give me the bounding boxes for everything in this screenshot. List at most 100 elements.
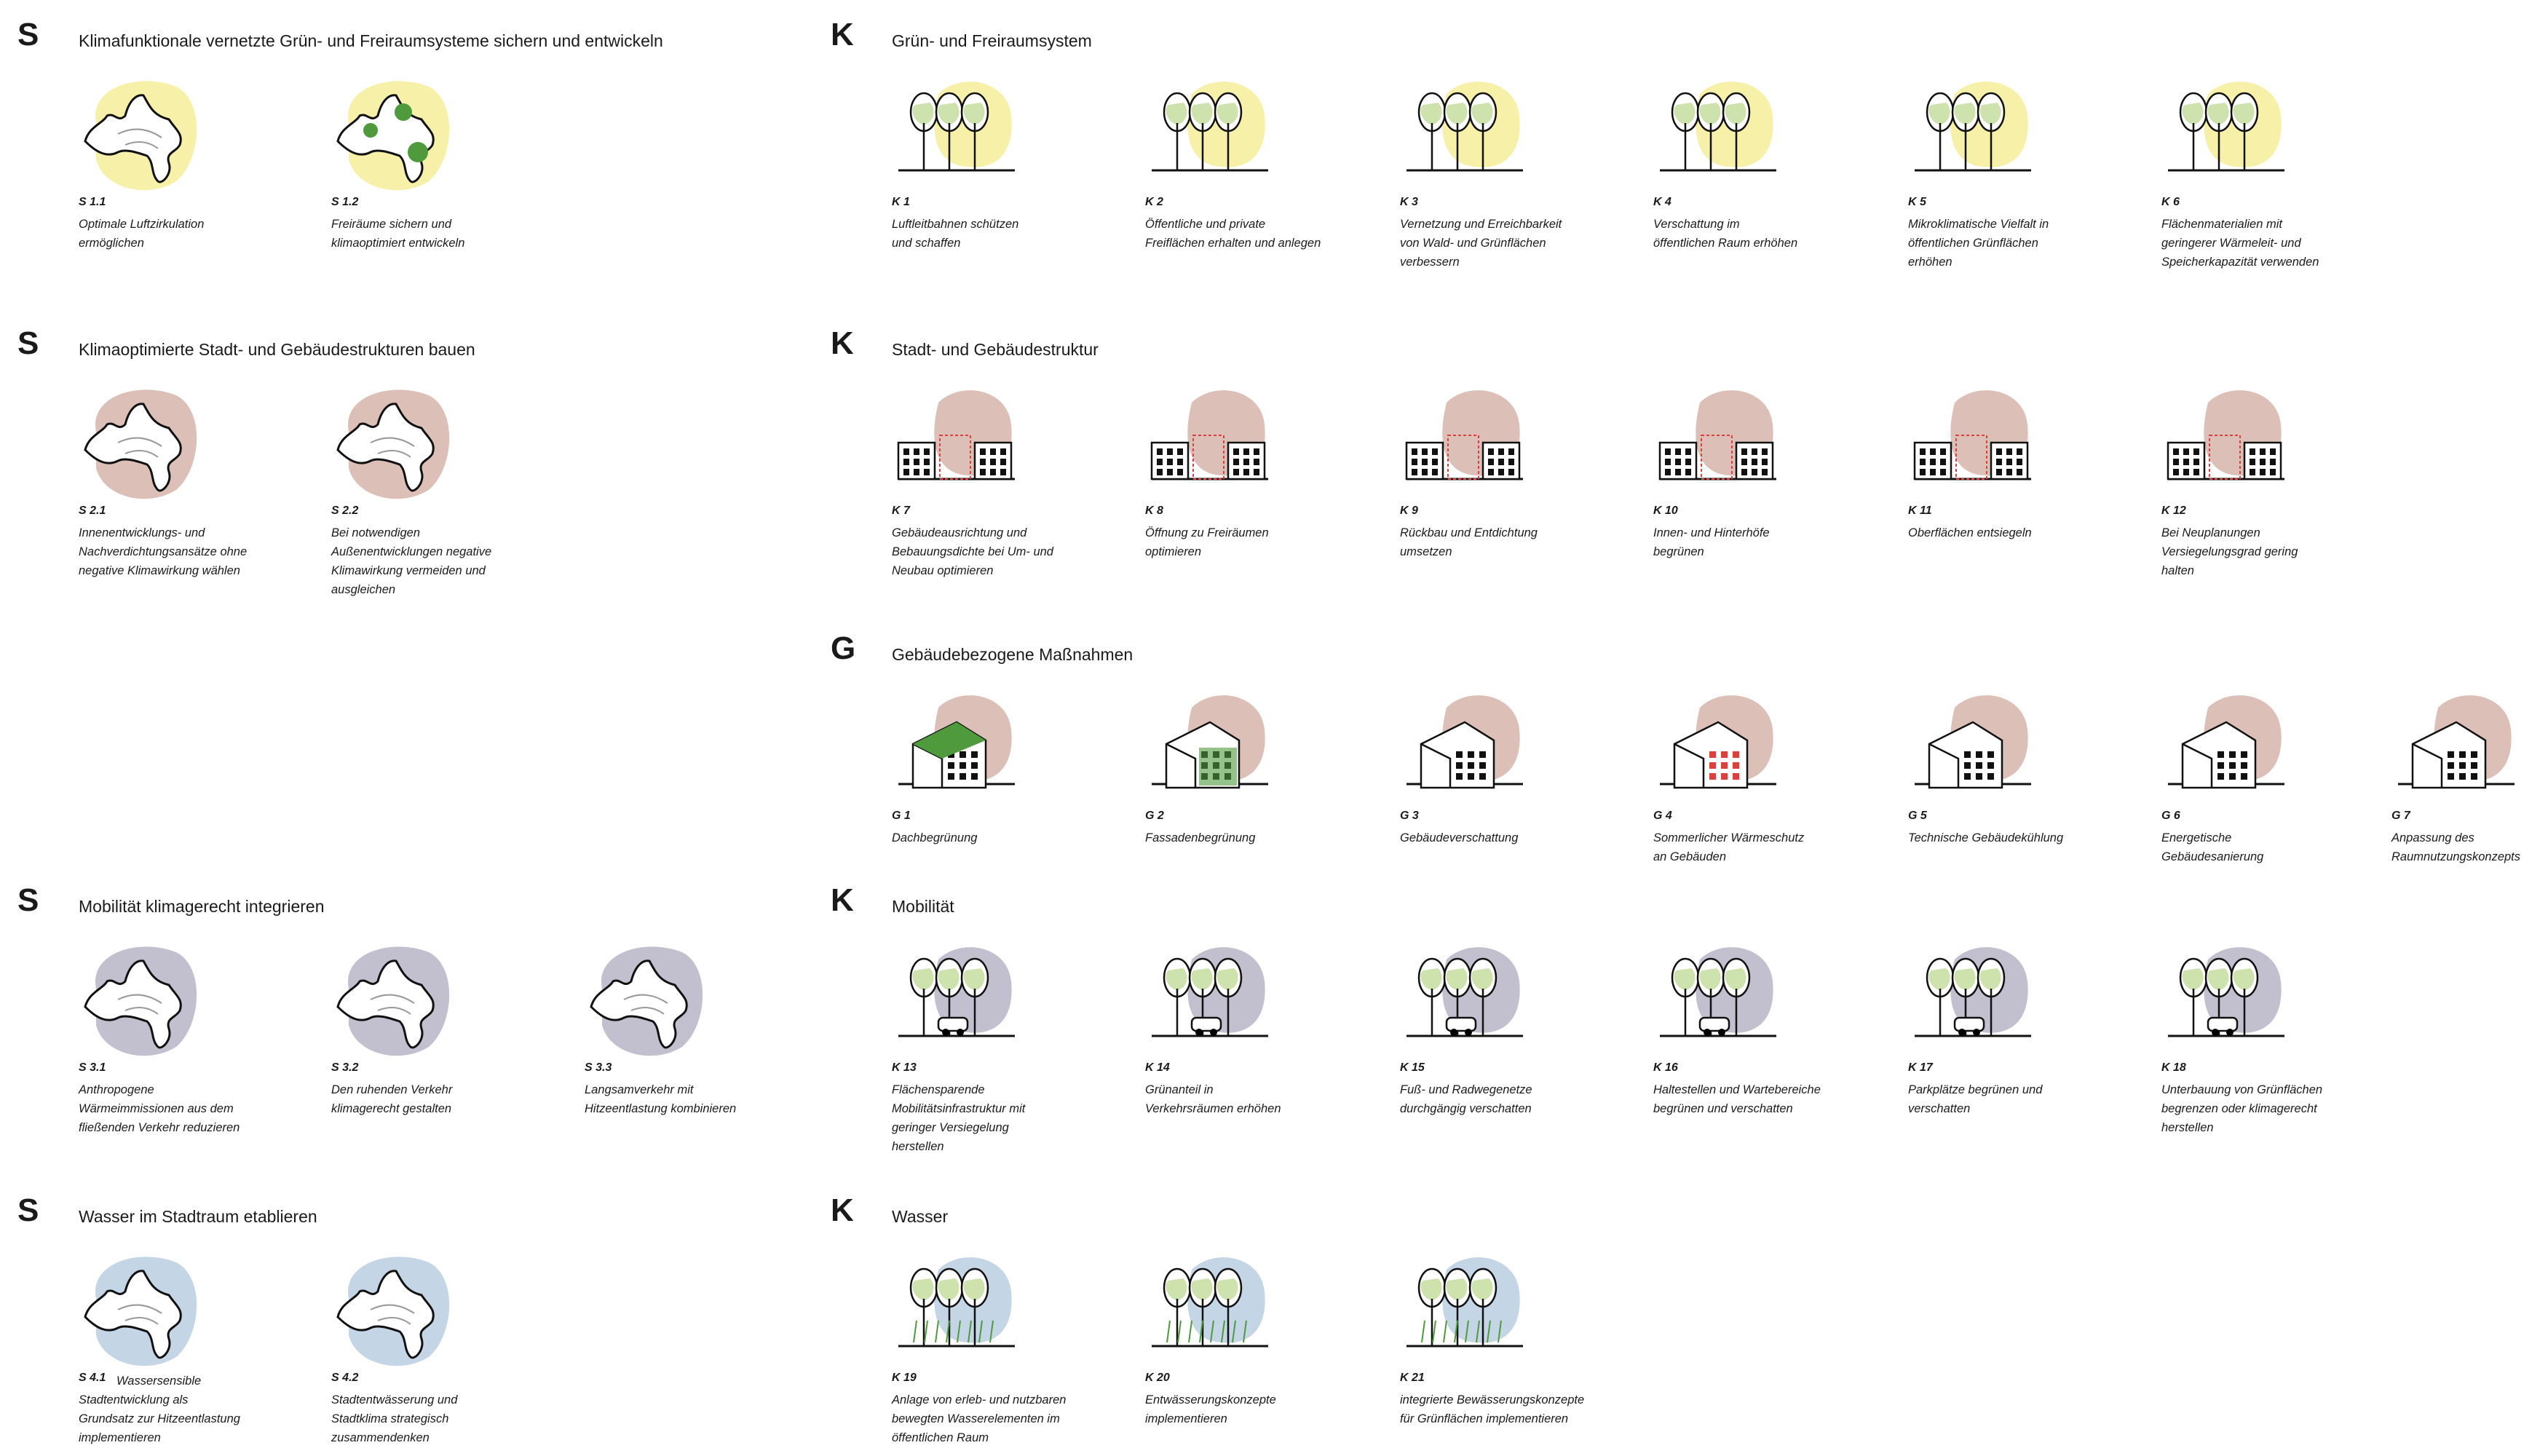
measure-description: Bei Neuplanungen Versiegelungsgrad gerin…: [2161, 526, 2298, 577]
measure-code: K 15: [1400, 1061, 1425, 1074]
measure-code: G 4: [1653, 810, 1672, 822]
map-illustration-icon: [74, 1248, 213, 1372]
measure-description: Fuß- und Radwegenetze durchgängig versch…: [1400, 1083, 1532, 1115]
measure-description: Langsamverkehr mit Hitzeentlastung kombi…: [585, 1083, 737, 1115]
measure-code: K 4: [1653, 196, 1671, 208]
map-illustration-icon: [327, 1248, 465, 1372]
map-illustration-icon: [74, 938, 213, 1061]
map-illustration-icon: [327, 72, 465, 196]
measure-code: S 1.2: [331, 196, 359, 208]
section-letter: K: [831, 325, 854, 361]
trees-illustration-icon: [1396, 72, 1534, 196]
measure-description: Innen- und Hinterhöfe begrünen: [1653, 526, 1770, 558]
section-title: Stadt- und Gebäudestruktur: [892, 340, 1099, 359]
measure-description: Fassadenbegrünung: [1145, 831, 1256, 844]
measure-code: K 16: [1653, 1061, 1678, 1074]
measure-code: G 1: [892, 810, 911, 822]
map-illustration-icon: [327, 938, 465, 1061]
trees-illustration-icon: [2157, 72, 2295, 196]
trees-illustration-icon: [1904, 72, 2042, 196]
street-illustration-icon: [887, 381, 1026, 505]
car-illustration-icon: [1396, 938, 1534, 1061]
building-illustration-icon: [1649, 686, 1787, 810]
measure-code: K 3: [1400, 196, 1418, 208]
measure-code: K 14: [1145, 1061, 1170, 1074]
measure-code: S 3.2: [331, 1061, 359, 1074]
measure-description: Öffentliche und private Freiflächen erha…: [1145, 218, 1321, 250]
building-illustration-icon: [1396, 686, 1534, 810]
measure-code: K 13: [892, 1061, 917, 1074]
measure-code: K 1: [892, 196, 910, 208]
measure-code: K 12: [2161, 505, 2186, 517]
measure-description: Wassersensible Stadtentwicklung als Grun…: [79, 1374, 240, 1444]
measure-description: Bei notwendigen Außenentwicklungen negat…: [331, 526, 492, 596]
measure-code: K 21: [1400, 1372, 1425, 1384]
measure-code: K 2: [1145, 196, 1163, 208]
section-letter: K: [831, 882, 854, 918]
measure-code: G 3: [1400, 810, 1419, 822]
building-illustration-icon: [1904, 686, 2042, 810]
trees-illustration-icon: [1649, 72, 1787, 196]
rain-illustration-icon: [1396, 1248, 1534, 1372]
measure-description: Optimale Luftzirkulation ermöglichen: [79, 218, 205, 250]
measure-description: Grünanteil in Verkehrsräumen erhöhen: [1145, 1083, 1281, 1115]
measure-description: integrierte Bewässerungskonzepte für Grü…: [1400, 1393, 1585, 1425]
measure-description: Gebäudeverschattung: [1400, 831, 1519, 844]
section-title: Mobilität klimagerecht integrieren: [79, 897, 325, 916]
measure-description: Gebäudeausrichtung und Bebauungsdichte b…: [892, 526, 1053, 577]
building-illustration-icon: [1141, 686, 1279, 810]
measure-code: K 18: [2161, 1061, 2186, 1074]
measure-description: Technische Gebäudekühlung: [1908, 831, 2064, 844]
street-illustration-icon: [1141, 381, 1279, 505]
measure-description: Anthropogene Wärmeimmissionen aus dem fl…: [79, 1083, 240, 1134]
measure-code: S 1.1: [79, 196, 106, 208]
rain-illustration-icon: [1141, 1248, 1279, 1372]
measure-code: S 2.1: [79, 505, 106, 517]
section-title: Mobilität: [892, 897, 954, 916]
section-title: Gebäudebezogene Maßnahmen: [892, 645, 1133, 664]
measure-code: K 20: [1145, 1372, 1170, 1384]
measure-description: Unterbauung von Grünflächen begrenzen od…: [2161, 1083, 2323, 1134]
measure-code: K 11: [1908, 505, 1932, 517]
measure-code: K 5: [1908, 196, 1926, 208]
map-illustration-icon: [580, 938, 719, 1061]
measure-description: Stadtentwässerung und Stadtklima strateg…: [331, 1393, 458, 1444]
measure-code: G 2: [1145, 810, 1164, 822]
section-letter: S: [17, 1192, 39, 1228]
measure-description: Verschattung im öffentlichen Raum erhöhe…: [1653, 218, 1798, 250]
measure-code: S 2.2: [331, 505, 359, 517]
map-illustration-icon: [74, 381, 213, 505]
measure-description: Flächensparende Mobilitätsinfrastruktur …: [892, 1083, 1026, 1153]
section-title: Klimaoptimierte Stadt- und Gebäudestrukt…: [79, 340, 475, 359]
section-letter: S: [17, 17, 39, 52]
measure-code: S 4.2: [331, 1372, 359, 1384]
measure-description: Rückbau und Entdichtung umsetzen: [1400, 526, 1538, 558]
car-illustration-icon: [2157, 938, 2295, 1061]
measure-code: K 17: [1908, 1061, 1933, 1074]
measure-description: Haltestellen und Wartebereiche begrünen …: [1653, 1083, 1821, 1115]
rain-illustration-icon: [887, 1248, 1026, 1372]
street-illustration-icon: [1649, 381, 1787, 505]
measure-code: K 8: [1145, 505, 1163, 517]
street-illustration-icon: [1904, 381, 2042, 505]
section-title: Klimafunktionale vernetzte Grün- und Fre…: [79, 31, 663, 50]
measure-description: Mikroklimatische Vielfalt in öffentliche…: [1908, 218, 2049, 269]
section-title: Wasser im Stadtraum etablieren: [79, 1207, 317, 1226]
measure-description: Vernetzung und Erreichbarkeit von Wald- …: [1400, 218, 1562, 269]
measure-code: K 9: [1400, 505, 1418, 517]
measure-description: Oberflächen entsiegeln: [1908, 526, 2032, 539]
measure-code: K 6: [2161, 196, 2180, 208]
measure-description: Parkplätze begrünen und verschatten: [1908, 1083, 2043, 1115]
measure-code: K 7: [892, 505, 910, 517]
measure-code: S 4.1: [79, 1372, 106, 1384]
map-illustration-icon: [327, 381, 465, 505]
measure-code: S 3.3: [585, 1061, 612, 1074]
car-illustration-icon: [1649, 938, 1787, 1061]
measure-code: G 5: [1908, 810, 1927, 822]
measure-description: Flächenmaterialien mit geringerer Wärmel…: [2161, 218, 2319, 269]
measure-description: Den ruhenden Verkehr klimagerecht gestal…: [331, 1083, 453, 1115]
measure-description: Dachbegrünung: [892, 831, 978, 844]
section-title: Grün- und Freiraumsystem: [892, 31, 1092, 50]
street-illustration-icon: [1396, 381, 1534, 505]
car-illustration-icon: [1141, 938, 1279, 1061]
